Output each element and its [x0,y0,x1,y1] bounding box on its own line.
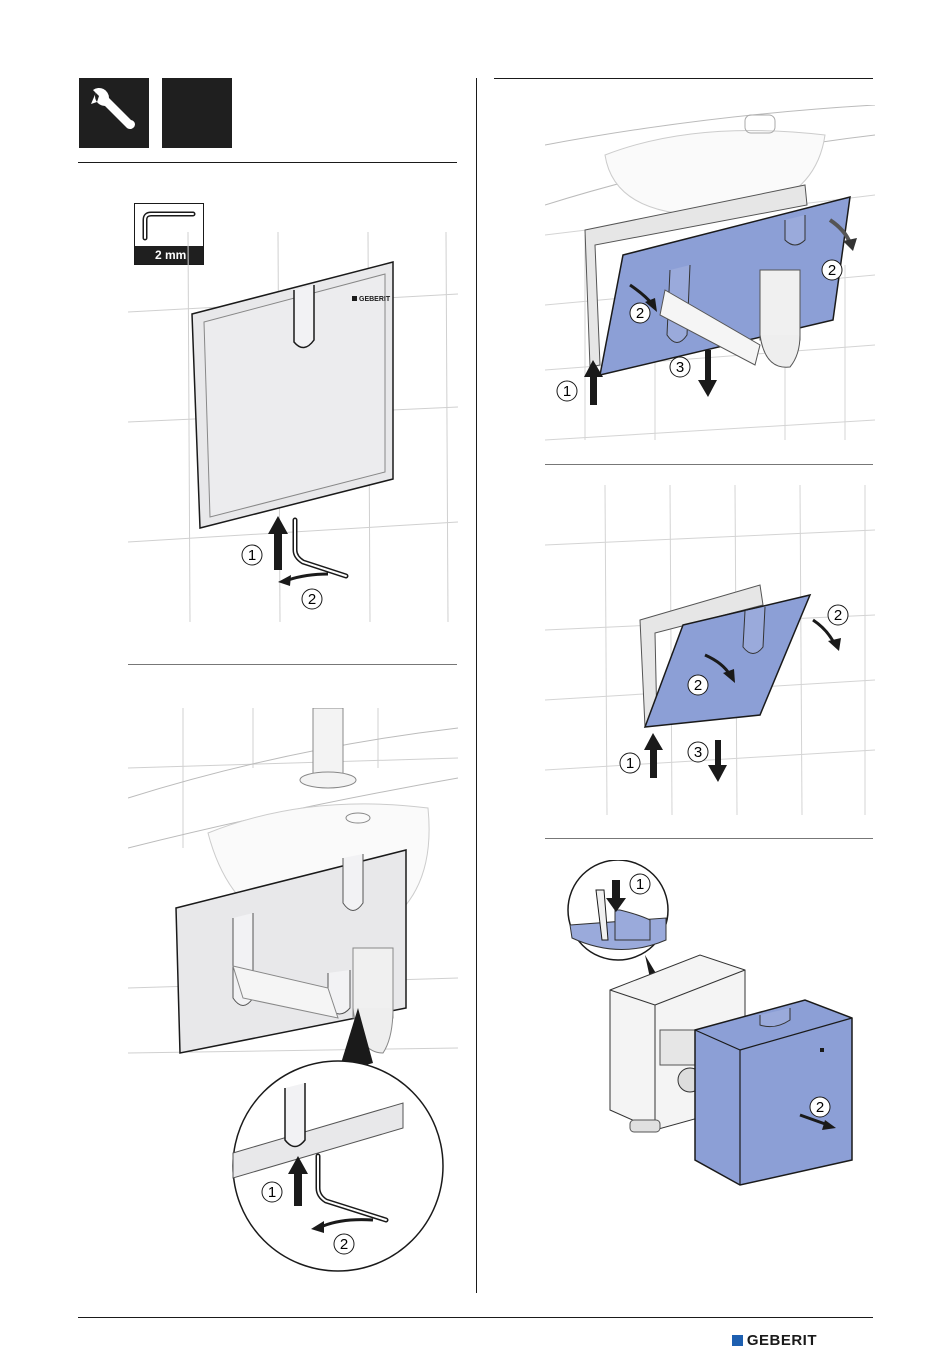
illustration-under-basin: 1 2 [128,708,458,1278]
blank-icon-box [162,78,232,148]
svg-text:2: 2 [694,677,702,694]
step-2-marker: 2 [302,589,322,609]
svg-text:1: 1 [626,755,634,772]
svg-text:1: 1 [248,547,256,564]
footer-rule [78,1317,873,1318]
divider-right-1 [545,464,873,465]
step-1-marker-2: 1 [262,1182,282,1202]
svg-text:3: 3 [676,359,684,376]
divider-right-2 [545,838,873,839]
arrow-left-icon [278,574,328,586]
step-2-marker-4b: 2 [828,605,848,625]
detail-circle-2 [568,860,668,960]
arrow-up-icon-4 [644,733,663,778]
washbasin-2 [545,105,875,215]
svg-text:GEBERIT: GEBERIT [359,296,391,303]
illustration-blue-cover-wall: 1 2 2 3 [545,485,875,820]
step-2-marker-5: 2 [810,1097,830,1117]
svg-text:2: 2 [636,305,644,322]
step-1-marker-4: 1 [620,753,640,773]
svg-text:2: 2 [816,1099,824,1116]
wrench-icon-box [79,78,149,148]
step-2-marker-3a: 2 [630,303,650,323]
illustration-cover-release: GEBERIT 1 2 [128,232,458,622]
brand-name: GEBERIT [747,1332,817,1349]
arrow-down-icon-4 [708,740,727,782]
divider-mid-left [128,664,457,665]
divider-top-right [494,78,873,79]
step-1-marker: 1 [242,545,262,565]
svg-text:2: 2 [308,591,316,608]
svg-text:2: 2 [828,262,836,279]
step-3-marker-3: 3 [670,357,690,377]
svg-text:2: 2 [340,1236,348,1253]
divider-top-left [78,162,457,163]
svg-text:2: 2 [834,607,842,624]
svg-text:1: 1 [268,1184,276,1201]
column-divider [476,78,477,1293]
svg-text:1: 1 [636,876,644,893]
step-2-marker-4a: 2 [688,675,708,695]
illustration-unit-cover: 1 2 [560,860,860,1190]
hex-key-tool [295,520,346,576]
wrench-icon [79,78,149,148]
logo-square-icon [732,1335,743,1346]
arrow-up-icon [268,516,288,570]
geberit-logo: GEBERIT [732,1332,817,1349]
step-3-marker-4: 3 [688,742,708,762]
step-1-marker-3: 1 [557,381,577,401]
step-2-marker-2: 2 [334,1234,354,1254]
blue-unit-cover [695,1000,852,1185]
svg-text:1: 1 [563,383,571,400]
step-1-marker-5: 1 [630,874,650,894]
svg-text:3: 3 [694,744,702,761]
illustration-blue-cover-basin: 1 2 2 3 [545,105,875,445]
step-2-marker-3b: 2 [822,260,842,280]
